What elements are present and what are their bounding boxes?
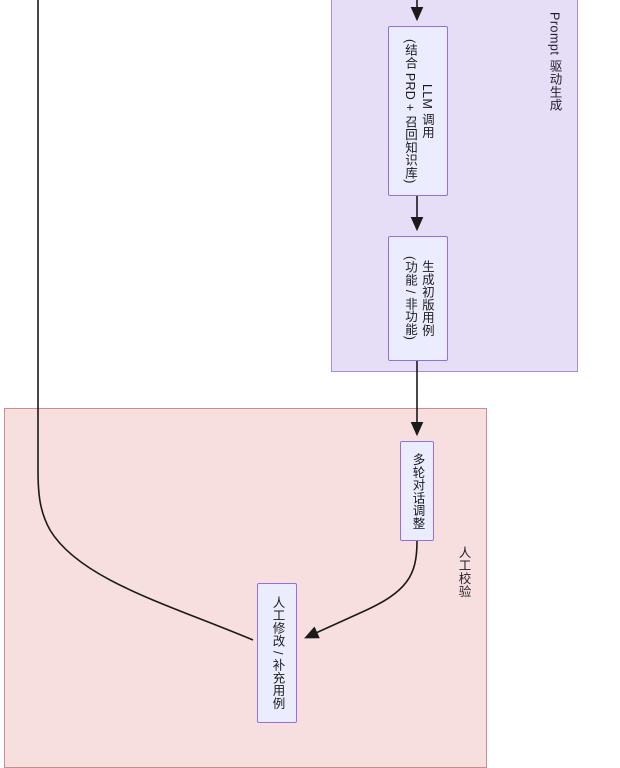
node-multi-turn-dialog-adjust-label: 多轮对话调整 xyxy=(410,452,425,530)
node-llm-call[interactable]: LLM 调用 (结合 PRD + 召回知识库) xyxy=(388,26,448,196)
node-multi-turn-dialog-adjust[interactable]: 多轮对话调整 xyxy=(400,441,434,541)
subgraph-prompt-generation xyxy=(331,0,578,372)
flowchart-canvas: Prompt 驱动生成 人工校验 LLM 调用 (结合 PRD + 召回知识库)… xyxy=(4,0,578,768)
node-generate-draft-cases-label: 生成初版用例 (功能 / 非功能) xyxy=(403,256,434,341)
node-manual-edit-supplement-cases[interactable]: 人工修改 / 补充用例 xyxy=(257,583,297,723)
subgraph-human-verification-label: 人工校验 xyxy=(456,546,471,598)
node-generate-draft-cases[interactable]: 生成初版用例 (功能 / 非功能) xyxy=(388,236,448,361)
subgraph-prompt-generation-label: Prompt 驱动生成 xyxy=(547,12,562,112)
node-manual-edit-supplement-cases-label: 人工修改 / 补充用例 xyxy=(270,596,285,710)
node-llm-call-label: LLM 调用 (结合 PRD + 召回知识库) xyxy=(403,38,434,184)
